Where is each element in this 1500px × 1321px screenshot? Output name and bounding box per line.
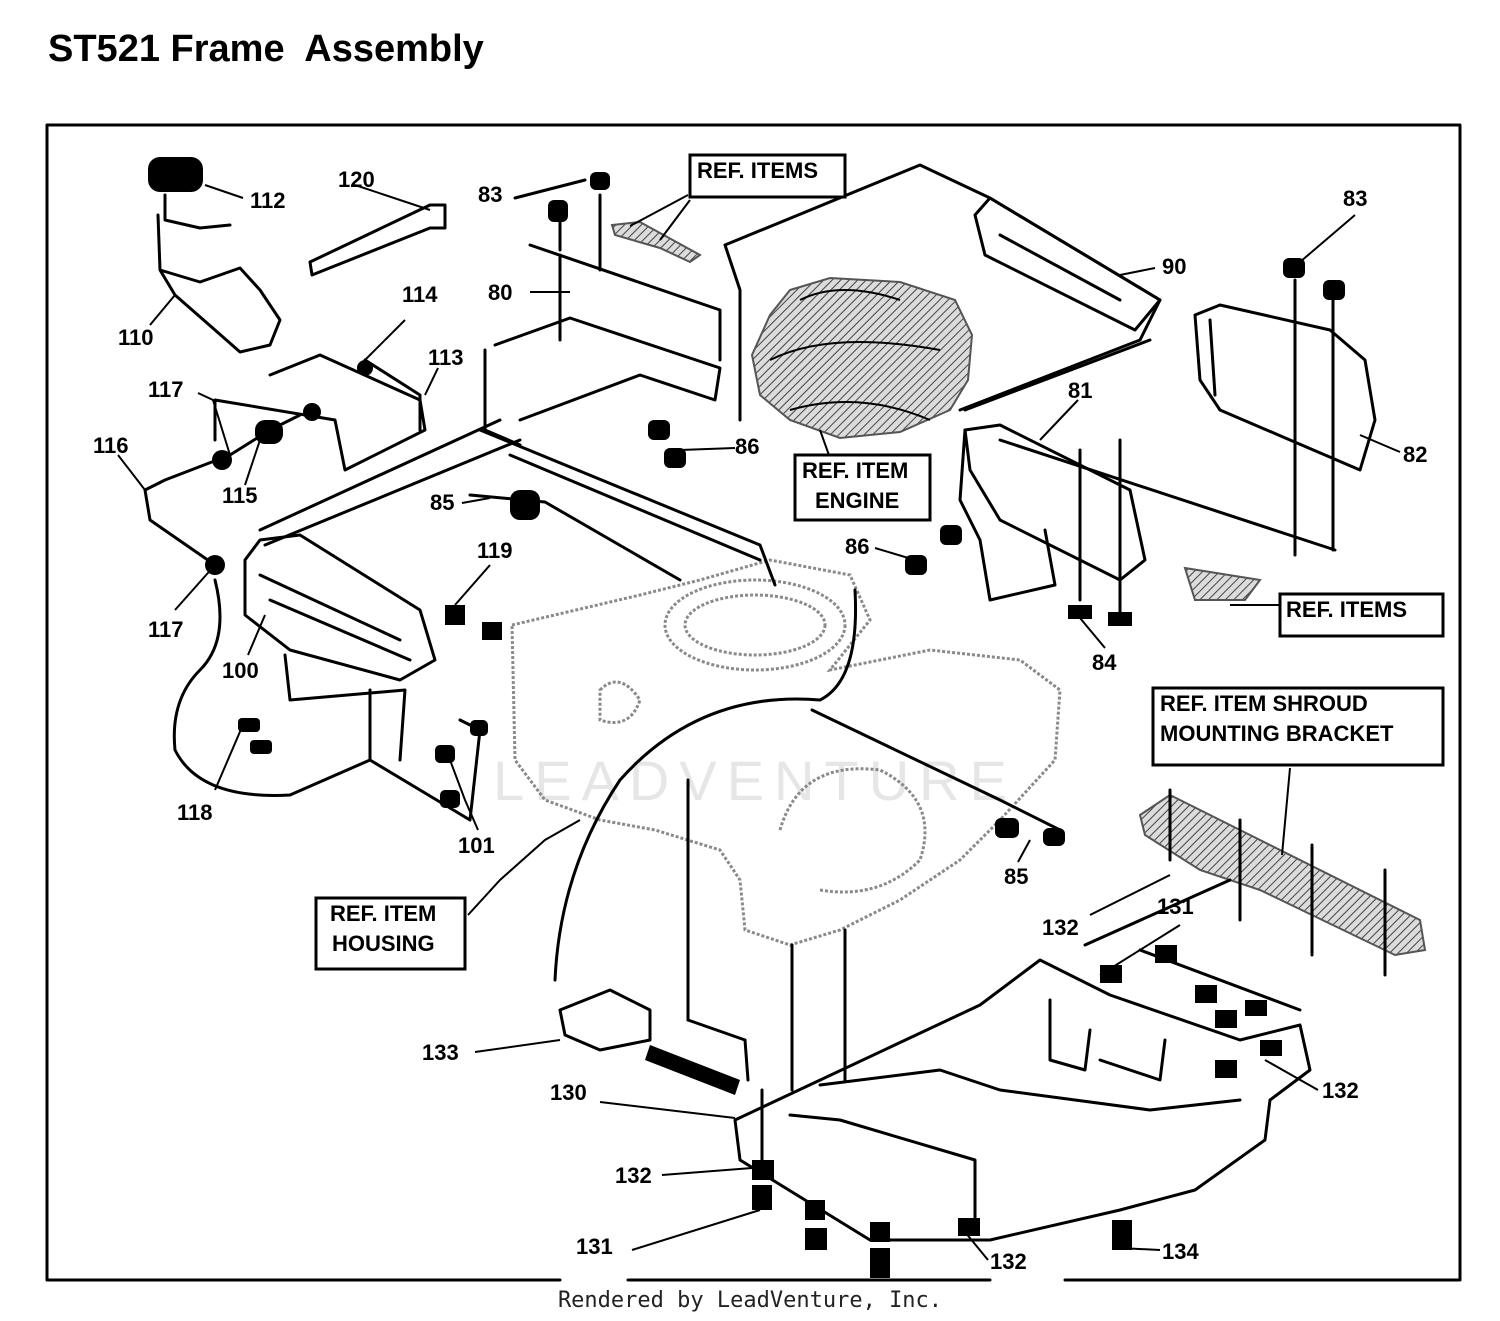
svg-text:REF. ITEMS: REF. ITEMS xyxy=(1286,597,1407,622)
frame-parts xyxy=(143,157,1427,1278)
callout-84: 84 xyxy=(1092,650,1117,675)
callout-81: 81 xyxy=(1068,378,1092,403)
callout-116: 116 xyxy=(93,433,129,458)
callout-85-left: 85 xyxy=(430,490,454,515)
svg-text:REF. ITEMS: REF. ITEMS xyxy=(697,158,818,183)
callout-132-top: 132 xyxy=(1042,915,1079,940)
ref-box-items-top: REF. ITEMS xyxy=(688,153,847,199)
callout-86-right: 86 xyxy=(845,534,869,559)
svg-text:ENGINE: ENGINE xyxy=(815,488,899,513)
ref-box-shroud-bracket: REF. ITEM SHROUD MOUNTING BRACKET xyxy=(1151,686,1445,767)
callout-130: 130 xyxy=(550,1080,587,1105)
callout-119: 119 xyxy=(477,538,513,563)
callout-100: 100 xyxy=(222,658,259,683)
svg-text:HOUSING: HOUSING xyxy=(332,931,435,956)
svg-text:REF. ITEM: REF. ITEM xyxy=(802,458,908,483)
callout-117-top: 117 xyxy=(148,377,184,402)
callout-83-left: 83 xyxy=(478,182,502,207)
svg-text:REF. ITEM: REF. ITEM xyxy=(330,901,436,926)
watermark: LEADVENTURE xyxy=(493,749,1017,812)
callout-115: 115 xyxy=(222,483,258,508)
callout-132-left: 132 xyxy=(615,1163,652,1188)
callout-114: 114 xyxy=(402,282,438,307)
callout-numbers: 112 120 83 80 114 110 113 117 116 115 86… xyxy=(93,167,1427,1274)
footer-credit: Rendered by LeadVenture, Inc. xyxy=(557,1288,943,1313)
callout-90: 90 xyxy=(1162,254,1186,279)
callout-131-top: 131 xyxy=(1157,894,1194,919)
callout-133: 133 xyxy=(422,1040,459,1065)
engine-ref-drawing xyxy=(750,276,974,440)
callout-86-left: 86 xyxy=(735,434,759,459)
callout-101: 101 xyxy=(458,833,495,858)
leader-lines xyxy=(117,184,1401,1261)
housing-ref-drawing xyxy=(510,558,1062,947)
callout-117-bottom: 117 xyxy=(148,617,184,642)
svg-text:MOUNTING BRACKET: MOUNTING BRACKET xyxy=(1160,721,1394,746)
ref-box-engine: REF. ITEM ENGINE xyxy=(793,453,932,522)
callout-82: 82 xyxy=(1403,442,1427,467)
callout-112: 112 xyxy=(250,188,286,213)
diagram-border xyxy=(45,123,1462,1282)
callout-118: 118 xyxy=(177,800,213,825)
callout-120: 120 xyxy=(338,167,375,192)
ref-box-items-right: REF. ITEMS xyxy=(1278,592,1445,638)
callout-85-right: 85 xyxy=(1004,864,1028,889)
callout-134: 134 xyxy=(1162,1239,1199,1264)
callout-110: 110 xyxy=(118,325,154,350)
callout-80: 80 xyxy=(488,280,512,305)
callout-113: 113 xyxy=(428,345,464,370)
svg-text:REF. ITEM SHROUD: REF. ITEM SHROUD xyxy=(1160,691,1368,716)
ref-box-housing: REF. ITEM HOUSING xyxy=(314,896,467,971)
callout-131-bottom: 131 xyxy=(576,1234,613,1259)
callout-132-bottom: 132 xyxy=(990,1249,1027,1274)
callout-83-right: 83 xyxy=(1343,186,1367,211)
page-title: ST521 Frame Assembly xyxy=(48,28,484,70)
callout-132-right: 132 xyxy=(1322,1078,1359,1103)
